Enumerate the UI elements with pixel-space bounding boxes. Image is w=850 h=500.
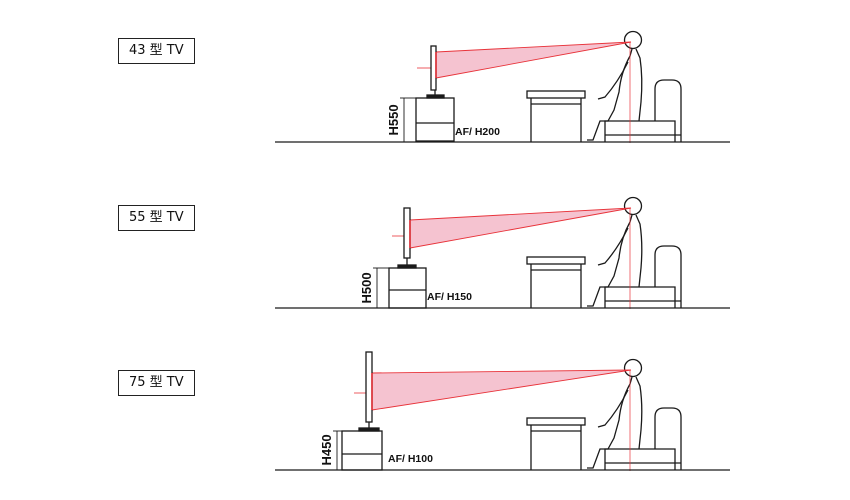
- seated-person-icon: [587, 358, 643, 469]
- table-icon: [526, 90, 586, 142]
- seated-person-icon: [587, 30, 643, 141]
- tv-panel-icon: [365, 351, 373, 423]
- scene-43-stand-height: H550: [386, 104, 401, 135]
- scene-43-size-label: 43 型 TV: [118, 38, 195, 64]
- viewer-figure: [526, 358, 682, 470]
- stand-height-dimension: [400, 97, 416, 142]
- table-icon: [526, 256, 586, 308]
- sight-lines: [417, 41, 632, 143]
- scene-55-stand-height: H500: [359, 272, 374, 303]
- tv-stand-icon: [388, 257, 427, 309]
- scene-55: H500 AF/ H150: [275, 196, 730, 309]
- tv-panel-icon: [403, 207, 411, 259]
- tv-stand-icon: [415, 88, 455, 142]
- scene-55-size-label: 55 型 TV: [118, 205, 195, 231]
- tv-panel-icon: [430, 45, 437, 91]
- stand-height-dimension: [373, 267, 389, 308]
- viewer-figure: [526, 196, 682, 308]
- scene-75: H450 AF/ H100: [275, 351, 730, 471]
- stand-height-dimension: [333, 430, 342, 470]
- scene-75-af-label: AF/ H100: [388, 453, 433, 465]
- sofa-icon: [604, 407, 682, 470]
- scene-43: H550 AF/ H200: [275, 30, 730, 143]
- viewer-figure: [526, 30, 682, 142]
- sight-lines: [392, 207, 632, 309]
- sofa-icon: [604, 245, 682, 308]
- scene-75-size-label: 75 型 TV: [118, 370, 195, 396]
- scene-75-stand-height: H450: [319, 434, 334, 465]
- seated-person-icon: [587, 196, 643, 307]
- sofa-icon: [604, 79, 682, 142]
- tv-stand-icon: [341, 420, 383, 471]
- scene-55-af-label: AF/ H150: [427, 291, 472, 303]
- scene-43-af-label: AF/ H200: [455, 126, 500, 138]
- sight-lines: [354, 369, 632, 471]
- table-icon: [526, 417, 586, 470]
